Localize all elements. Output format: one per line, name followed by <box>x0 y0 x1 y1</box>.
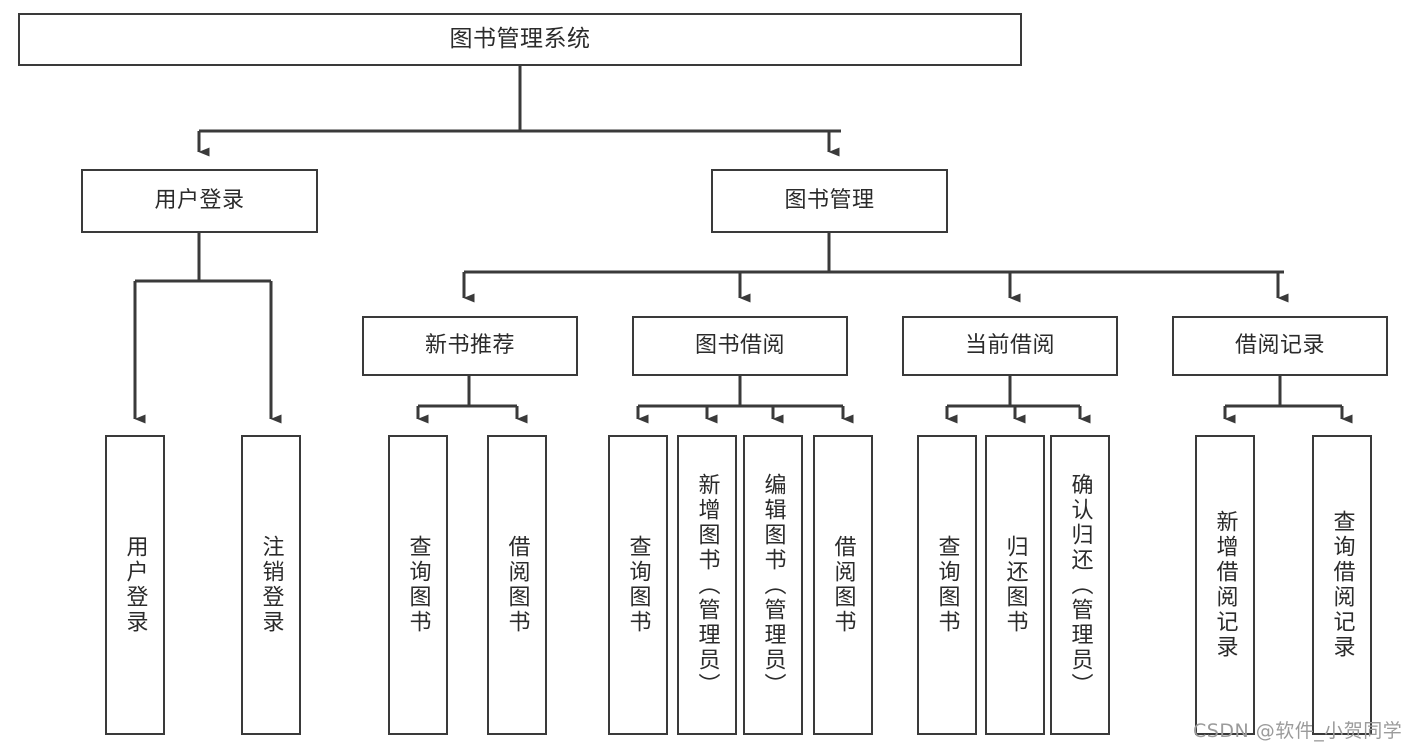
leaf-borrow-record-add-record[interactable]: 新增借阅记录 <box>1195 435 1255 735</box>
node-label: 图书管理系统 <box>449 25 591 52</box>
node-label: 图书管理 <box>784 188 875 214</box>
leaf-book-borrow-edit-book[interactable]: 编辑图书（管理员） <box>743 435 803 735</box>
leaf-current-borrow-return-book[interactable]: 归还图书 <box>985 435 1045 735</box>
node-label: 查询借阅记录 <box>1329 510 1355 660</box>
leaf-book-borrow-add-book[interactable]: 新增图书（管理员） <box>677 435 737 735</box>
node-label: 编辑图书（管理员） <box>760 472 786 698</box>
leaf-current-borrow-confirm-return[interactable]: 确认归还（管理员） <box>1050 435 1110 735</box>
node-current-borrow[interactable]: 当前借阅 <box>902 316 1118 376</box>
leaf-book-borrow-borrow-book[interactable]: 借阅图书 <box>813 435 873 735</box>
leaf-new-book-borrow-book[interactable]: 借阅图书 <box>487 435 547 735</box>
node-label: 用户登录 <box>122 535 148 635</box>
node-book-management[interactable]: 图书管理 <box>711 169 948 233</box>
node-book-borrow[interactable]: 图书借阅 <box>632 316 848 376</box>
node-label: 查询图书 <box>934 535 960 635</box>
leaf-book-borrow-query-book[interactable]: 查询图书 <box>608 435 668 735</box>
node-label: 新书推荐 <box>424 333 515 359</box>
node-label: 借阅记录 <box>1234 333 1325 359</box>
node-label: 归还图书 <box>1002 535 1028 635</box>
node-new-book-recommend[interactable]: 新书推荐 <box>362 316 578 376</box>
node-label: 借阅图书 <box>504 535 530 635</box>
node-label: 注销登录 <box>258 535 284 635</box>
node-borrow-record[interactable]: 借阅记录 <box>1172 316 1388 376</box>
leaf-user-login-login[interactable]: 用户登录 <box>105 435 165 735</box>
node-label: 借阅图书 <box>830 535 856 635</box>
leaf-borrow-record-query-record[interactable]: 查询借阅记录 <box>1312 435 1372 735</box>
node-label: 查询图书 <box>405 535 431 635</box>
node-label: 用户登录 <box>154 188 245 214</box>
node-label: 当前借阅 <box>964 333 1055 359</box>
node-label: 新增借阅记录 <box>1212 510 1238 660</box>
leaf-user-login-logout[interactable]: 注销登录 <box>241 435 301 735</box>
leaf-new-book-query-book[interactable]: 查询图书 <box>388 435 448 735</box>
node-user-login[interactable]: 用户登录 <box>81 169 318 233</box>
node-label: 图书借阅 <box>694 333 785 359</box>
leaf-current-borrow-query-book[interactable]: 查询图书 <box>917 435 977 735</box>
node-label: 确认归还（管理员） <box>1067 472 1093 698</box>
node-label: 查询图书 <box>625 535 651 635</box>
node-label: 新增图书（管理员） <box>694 472 720 698</box>
node-book-management-system[interactable]: 图书管理系统 <box>18 13 1022 66</box>
